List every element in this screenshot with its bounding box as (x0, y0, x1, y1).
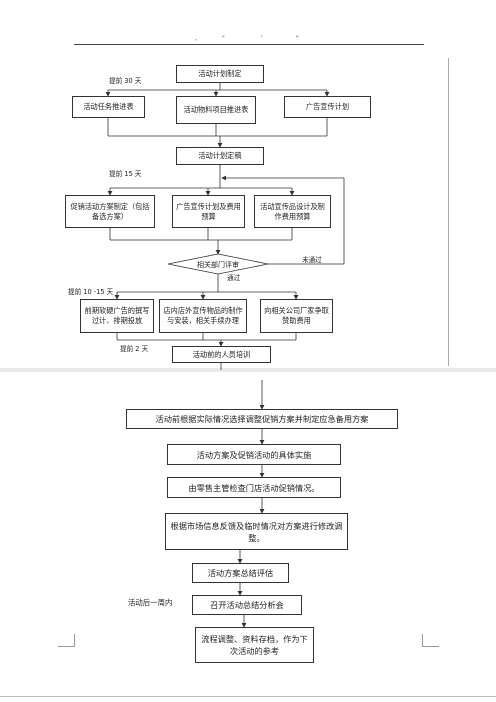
plan-box: 活动计划制定 (176, 65, 264, 83)
promo-plan-box: 促销活动方案制定（包括备选方案） (65, 195, 155, 228)
finalize-box: 活动计划定稿 (176, 147, 264, 165)
label-week-after: 活动后一周内 (128, 598, 173, 607)
design-budget-box: 活动宣传品设计及制作费用预算 (254, 195, 331, 228)
margin-rule (448, 58, 449, 366)
meeting-box: 召开活动总结分析会 (192, 595, 302, 615)
archive-box: 流程调整、资料存档，作为下次活动的参考 (195, 627, 314, 663)
page-2: 活动前根据实际情况选择调整促销方案并制定应急备用方案 活动方案及促销活动的具体实… (0, 372, 496, 702)
header-mark: ' (261, 35, 263, 42)
label-pass: 通过 (227, 274, 241, 282)
label-fail: 未通过 (302, 256, 322, 264)
implement-box: 活动方案及促销活动的具体实施 (167, 444, 341, 465)
header-mark: " (222, 35, 225, 42)
adjust-box: 活动前根据实际情况选择调整促销方案并制定应急备用方案 (126, 409, 398, 429)
label-30-days: 提前 30 天 (109, 77, 142, 85)
vendor-box: 向相关公司厂家争取赞助费用 (260, 299, 333, 333)
material-box: 活动物料项目推进表 (176, 96, 256, 124)
page-corner-mark (58, 634, 75, 647)
summary-box: 活动方案总结评估 (192, 563, 289, 583)
task-table-box: 活动任务推进表 (72, 96, 145, 118)
page-1: , " ' " 活动计划制定 提前 30 天 活动任务推进表 活动物料项目推进表… (65, 35, 449, 366)
modify-box: 根据市场信息反馈及临时情况对方案进行修改调整。 (165, 513, 348, 550)
ad-budget-box: 广告宣传计划及费用预算 (172, 195, 245, 228)
header-mark: , (195, 35, 197, 42)
ad-plan-box: 广告宣传计划 (284, 96, 371, 118)
header-rule (74, 44, 424, 45)
label-2-days: 提前 2 天 (120, 345, 149, 353)
label-10-15-days: 提前 10 -15 天 (68, 288, 114, 296)
ad-write-box: 前期软硬广告的撰写过计、排期投放 (80, 299, 154, 333)
training-box: 活动前的人员培训 (172, 346, 271, 363)
page-corner-mark (422, 634, 439, 647)
supervise-box: 由零售主管检查门店活动促销情况。 (167, 477, 341, 498)
install-box: 店内店外宣传物品的制作与安装，相关手续办理 (159, 299, 247, 333)
footer-rule (0, 696, 496, 697)
header-mark: " (296, 35, 299, 42)
label-15-days: 提前 15 天 (109, 170, 142, 178)
